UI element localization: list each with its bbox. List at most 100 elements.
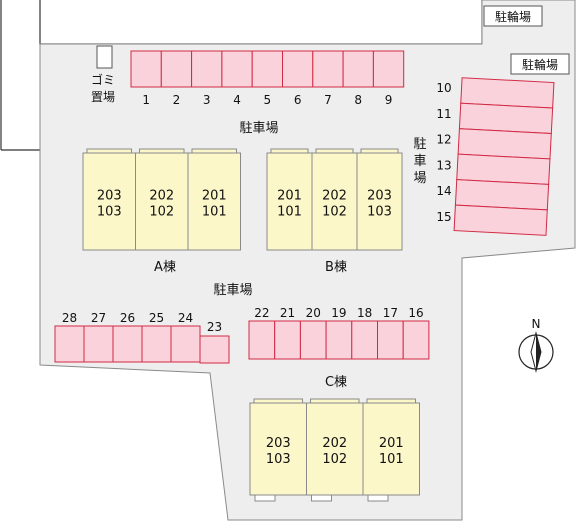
parking-area-label-middle: 駐車場 <box>213 283 252 298</box>
building-label: B棟 <box>325 260 347 275</box>
unit-body <box>135 152 189 251</box>
parking-area-label-top: 駐車場 <box>239 121 278 136</box>
unit-number-upper: 201 <box>277 189 302 204</box>
parking-space <box>312 50 344 88</box>
parking-space-number: 8 <box>354 93 362 107</box>
parking-space-number: 3 <box>203 93 211 107</box>
unit-number-lower: 101 <box>202 205 227 220</box>
parking-space-number: 24 <box>178 311 193 325</box>
parking-area-label-right: 車 <box>413 154 426 169</box>
parking-space-number: 28 <box>62 311 77 325</box>
parking-space-number: 22 <box>254 306 269 320</box>
unit-step <box>311 494 332 502</box>
bicycle-parking-right: 駐輪場 <box>510 53 570 75</box>
unit-number-lower: 101 <box>277 205 302 220</box>
garbage-area-label: ゴミ <box>91 72 115 87</box>
parking-space-number: 2 <box>173 93 181 107</box>
parking-space-number: 20 <box>306 306 321 320</box>
unit-step <box>367 494 389 502</box>
parking-space-number: 9 <box>385 93 393 107</box>
parking-space <box>170 325 201 363</box>
parking-space <box>83 325 114 363</box>
parking-space-number: 13 <box>436 158 451 172</box>
unit-number-upper: 202 <box>322 189 347 204</box>
parking-space-number: 1 <box>142 93 150 107</box>
unit-number-upper: 203 <box>367 189 392 204</box>
bicycle-parking-top: 駐輪場 <box>483 5 543 27</box>
parking-space-number: 19 <box>331 306 346 320</box>
parking-space <box>377 320 404 360</box>
parking-row-center: 22 21 20 19 18 17 16 <box>248 306 430 360</box>
unit-number-lower: 103 <box>97 205 122 220</box>
parking-space-number: 21 <box>280 306 295 320</box>
parking-space <box>402 320 430 360</box>
unit-number-upper: 201 <box>202 189 227 204</box>
parking-space <box>199 335 230 364</box>
building-label: C棟 <box>325 375 347 390</box>
garbage-area-label: 置場 <box>91 90 115 104</box>
garbage-area-box <box>96 45 113 69</box>
bicycle-parking-label: 駐輪場 <box>495 9 531 24</box>
parking-space <box>54 325 85 363</box>
parking-space <box>282 50 314 88</box>
parking-space-number: 7 <box>324 93 332 107</box>
parking-space <box>160 50 193 88</box>
north-label: N <box>532 317 541 331</box>
unit-body <box>306 402 364 496</box>
parking-space-number: 16 <box>408 306 423 320</box>
unit-number-lower: 103 <box>367 205 392 220</box>
unit-number-upper: 203 <box>97 189 122 204</box>
unit-body <box>266 152 313 251</box>
parking-space-number: 14 <box>436 184 451 198</box>
parking-space <box>112 325 143 363</box>
parking-space <box>274 320 301 360</box>
parking-space <box>351 320 378 360</box>
parking-space <box>221 50 253 88</box>
north-arrow-icon: N <box>518 317 554 373</box>
unit-body <box>362 402 420 496</box>
neighbor-building <box>39 0 483 45</box>
bicycle-parking-label: 駐輪場 <box>522 57 558 72</box>
unit-body <box>187 152 241 251</box>
parking-space-number: 25 <box>149 311 164 325</box>
unit-number-lower: 102 <box>322 205 347 220</box>
parking-space <box>130 50 162 88</box>
unit-number-lower: 102 <box>149 205 174 220</box>
unit-number-upper: 203 <box>266 436 291 451</box>
parking-space-number: 12 <box>436 133 451 147</box>
parking-space <box>251 50 283 88</box>
parking-space <box>141 325 172 363</box>
unit-number-upper: 201 <box>379 436 404 451</box>
parking-column-angled <box>453 77 555 236</box>
parking-space <box>299 320 327 360</box>
parking-space-number: 26 <box>120 311 135 325</box>
unit-body <box>356 152 403 251</box>
parking-space-number: 11 <box>436 107 451 121</box>
parking-space-number: 18 <box>357 306 372 320</box>
parking-space <box>342 50 374 88</box>
parking-area-label-right: 場 <box>413 171 426 186</box>
parking-space-number: 17 <box>383 306 398 320</box>
parking-space <box>372 50 405 88</box>
parking-space-number: 4 <box>233 93 241 107</box>
parking-space-number: 5 <box>264 93 272 107</box>
unit-number-lower: 102 <box>322 452 347 467</box>
parking-space-number: 23 <box>207 320 222 334</box>
site-lot <box>39 0 576 521</box>
parking-space <box>191 50 223 88</box>
unit-body <box>82 152 136 251</box>
